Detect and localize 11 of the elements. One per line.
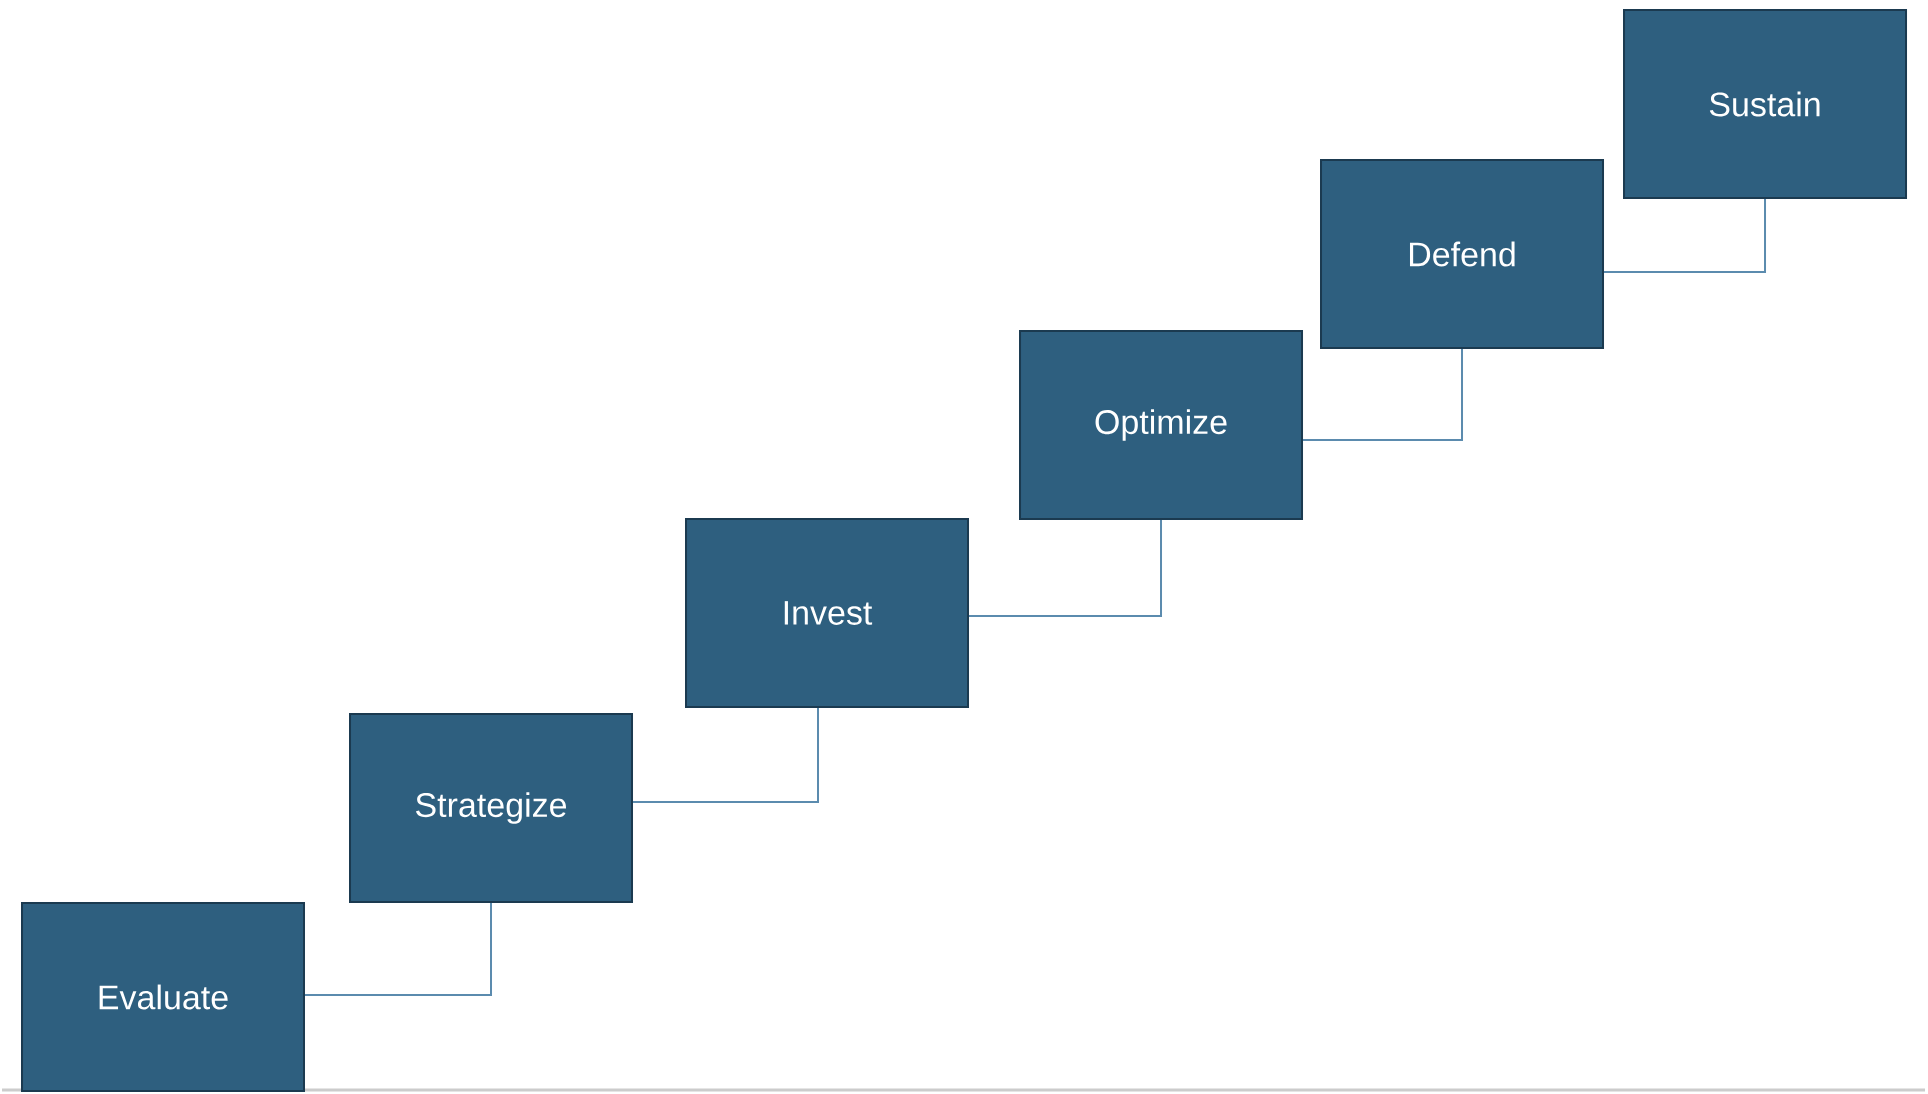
connector-line bbox=[1302, 348, 1463, 441]
connector-line bbox=[1603, 198, 1766, 273]
step-box: Evaluate bbox=[21, 902, 305, 1092]
step-box: Strategize bbox=[349, 713, 633, 903]
connector-line bbox=[304, 902, 492, 996]
step-box: Defend bbox=[1320, 159, 1604, 349]
connector-line bbox=[632, 707, 819, 803]
step-box: Sustain bbox=[1623, 9, 1907, 199]
connector-line bbox=[968, 519, 1162, 617]
step-box: Optimize bbox=[1019, 330, 1303, 520]
step-box: Invest bbox=[685, 518, 969, 708]
